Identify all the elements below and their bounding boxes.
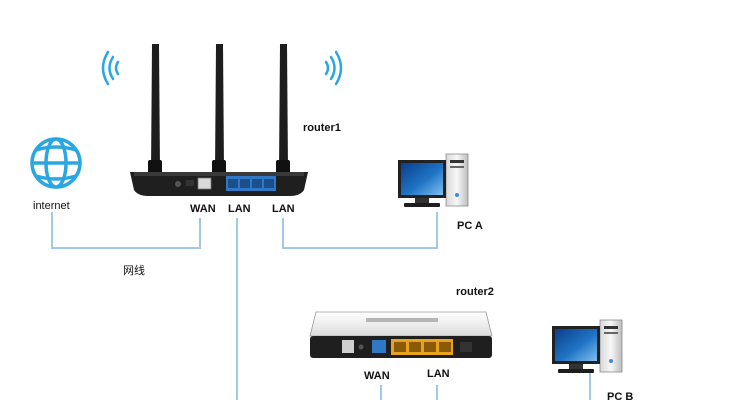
pc-b-icon	[552, 319, 623, 373]
router1-lan1-label: LAN	[228, 203, 251, 215]
pc-b-label: PC B	[607, 391, 634, 403]
internet-label: internet	[33, 200, 70, 212]
router1-device	[130, 44, 308, 196]
router1-lan2-label: LAN	[272, 203, 295, 215]
router2-lan-label: LAN	[427, 368, 450, 380]
cable-internet-to-wan	[51, 212, 201, 249]
cable-lan-to-pc-a	[282, 212, 438, 249]
router2-label: router2	[456, 286, 494, 298]
pc-a-icon	[398, 153, 469, 207]
router1-wan-label: WAN	[190, 203, 216, 215]
globe-icon	[30, 137, 82, 189]
wifi-signal-left-icon	[101, 50, 120, 86]
router2-device	[309, 311, 493, 358]
wifi-signal-right-icon	[324, 50, 343, 86]
router1-label: router1	[303, 122, 341, 134]
router2-wan-label: WAN	[364, 370, 390, 382]
pc-a-label: PC A	[457, 220, 483, 232]
cable-label: 网线	[123, 265, 145, 277]
